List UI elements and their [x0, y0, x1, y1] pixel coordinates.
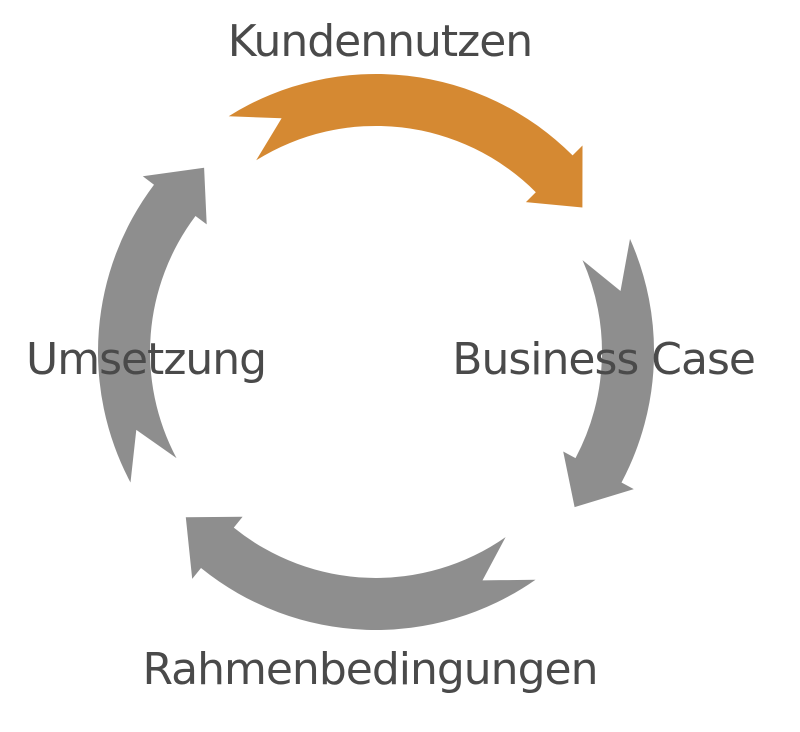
stage-label-umsetzung: Umsetzung [26, 334, 267, 385]
cycle-arrow-right-business-case [563, 238, 655, 508]
stage-label-rahmenbedingungen: Rahmenbedingungen [142, 644, 599, 695]
stage-label-business-case: Business Case [452, 334, 756, 385]
cycle-arrow-bottom-rahmenbedingungen [185, 516, 536, 631]
cycle-arrow-left-umsetzung [97, 167, 207, 483]
stage-label-kundennutzen: Kundennutzen [227, 16, 533, 67]
cycle-arrow-top-kundennutzen [228, 73, 583, 208]
